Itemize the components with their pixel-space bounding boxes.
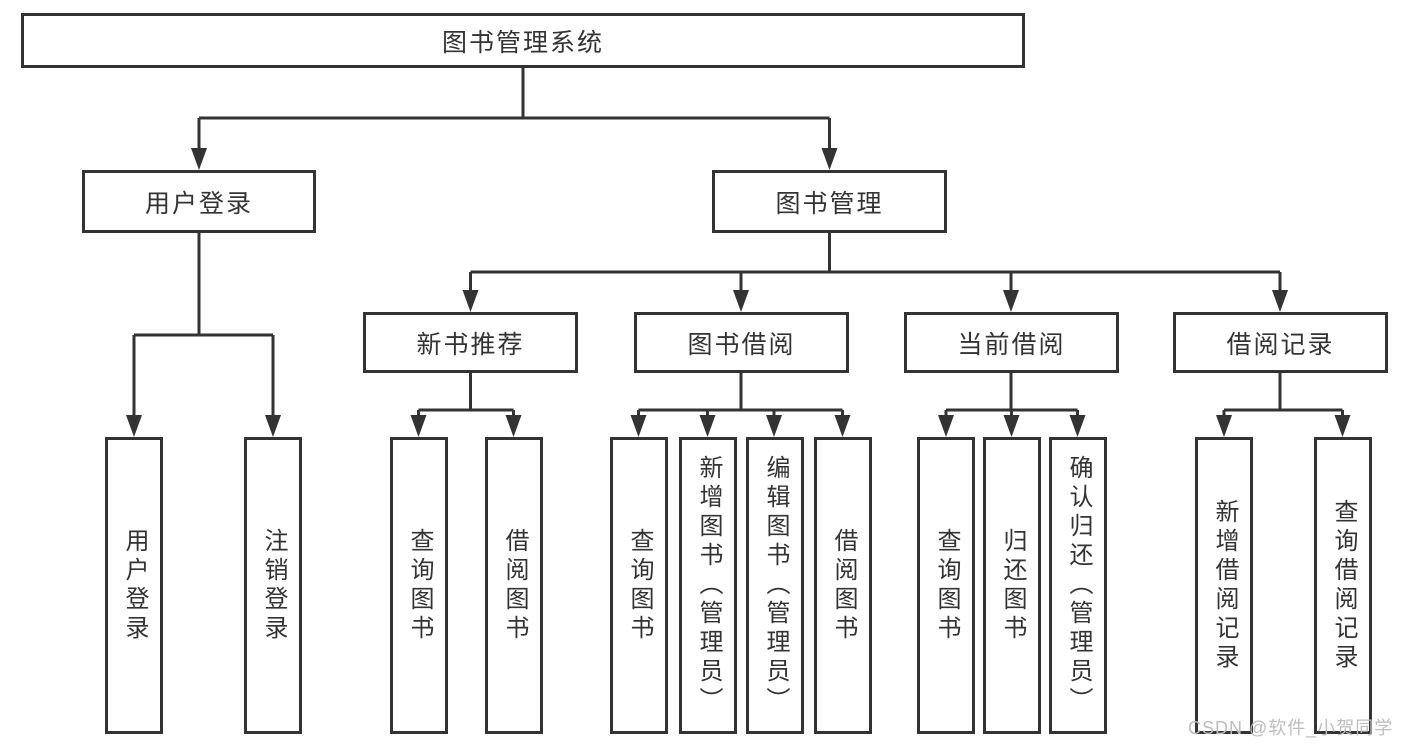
node-label: 借阅图书 xyxy=(501,527,528,644)
node-label: 用户登录 xyxy=(144,189,253,218)
node-query-books-recommend: 查询图书 xyxy=(390,437,448,734)
node-user-login: 用户登录 xyxy=(105,437,163,734)
node-label: 查询借阅记录 xyxy=(1330,498,1357,673)
node-label: 编辑图书（管理员） xyxy=(762,455,789,716)
node-add-books-admin: 新增图书（管理员） xyxy=(679,437,737,734)
node-label: 用户登录 xyxy=(121,527,148,644)
node-new-book-recommendation: 新书推荐 xyxy=(363,312,578,373)
node-user-login-module: 用户登录 xyxy=(82,170,316,233)
node-add-borrow-record: 新增借阅记录 xyxy=(1195,437,1253,734)
node-label: 查询图书 xyxy=(406,527,433,644)
node-label: 图书借阅 xyxy=(687,330,796,359)
node-label: 图书管理系统 xyxy=(441,28,604,57)
node-book-borrowing: 图书借阅 xyxy=(634,312,849,373)
node-label: 新增图书（管理员） xyxy=(695,455,722,716)
node-label: 查询图书 xyxy=(933,527,960,644)
csdn-watermark: CSDN @软件_小贺同学 xyxy=(1188,718,1394,738)
node-label: 确认归还（管理员） xyxy=(1065,455,1092,716)
node-borrowing-records: 借阅记录 xyxy=(1173,312,1388,373)
node-label: 新书推荐 xyxy=(416,330,525,359)
node-query-books-borrowing: 查询图书 xyxy=(610,437,668,734)
node-root-library-system: 图书管理系统 xyxy=(21,13,1025,68)
node-query-books-current: 查询图书 xyxy=(917,437,975,734)
node-book-management-module: 图书管理 xyxy=(712,170,947,233)
node-label: 新增借阅记录 xyxy=(1211,498,1238,673)
node-query-borrow-record: 查询借阅记录 xyxy=(1314,437,1372,734)
node-logout: 注销登录 xyxy=(244,437,302,734)
node-borrow-books: 借阅图书 xyxy=(814,437,872,734)
node-confirm-return-admin: 确认归还（管理员） xyxy=(1049,437,1107,734)
node-label: 查询图书 xyxy=(626,527,653,644)
node-return-books: 归还图书 xyxy=(983,437,1041,734)
node-label: 借阅图书 xyxy=(830,527,857,644)
node-label: 图书管理 xyxy=(775,189,884,218)
node-label: 借阅记录 xyxy=(1226,330,1335,359)
node-label: 注销登录 xyxy=(260,527,287,644)
node-label: 归还图书 xyxy=(999,527,1026,644)
node-edit-books-admin: 编辑图书（管理员） xyxy=(746,437,804,734)
node-current-borrowing: 当前借阅 xyxy=(904,312,1119,373)
node-label: 当前借阅 xyxy=(957,330,1066,359)
node-borrow-books-recommend: 借阅图书 xyxy=(485,437,543,734)
